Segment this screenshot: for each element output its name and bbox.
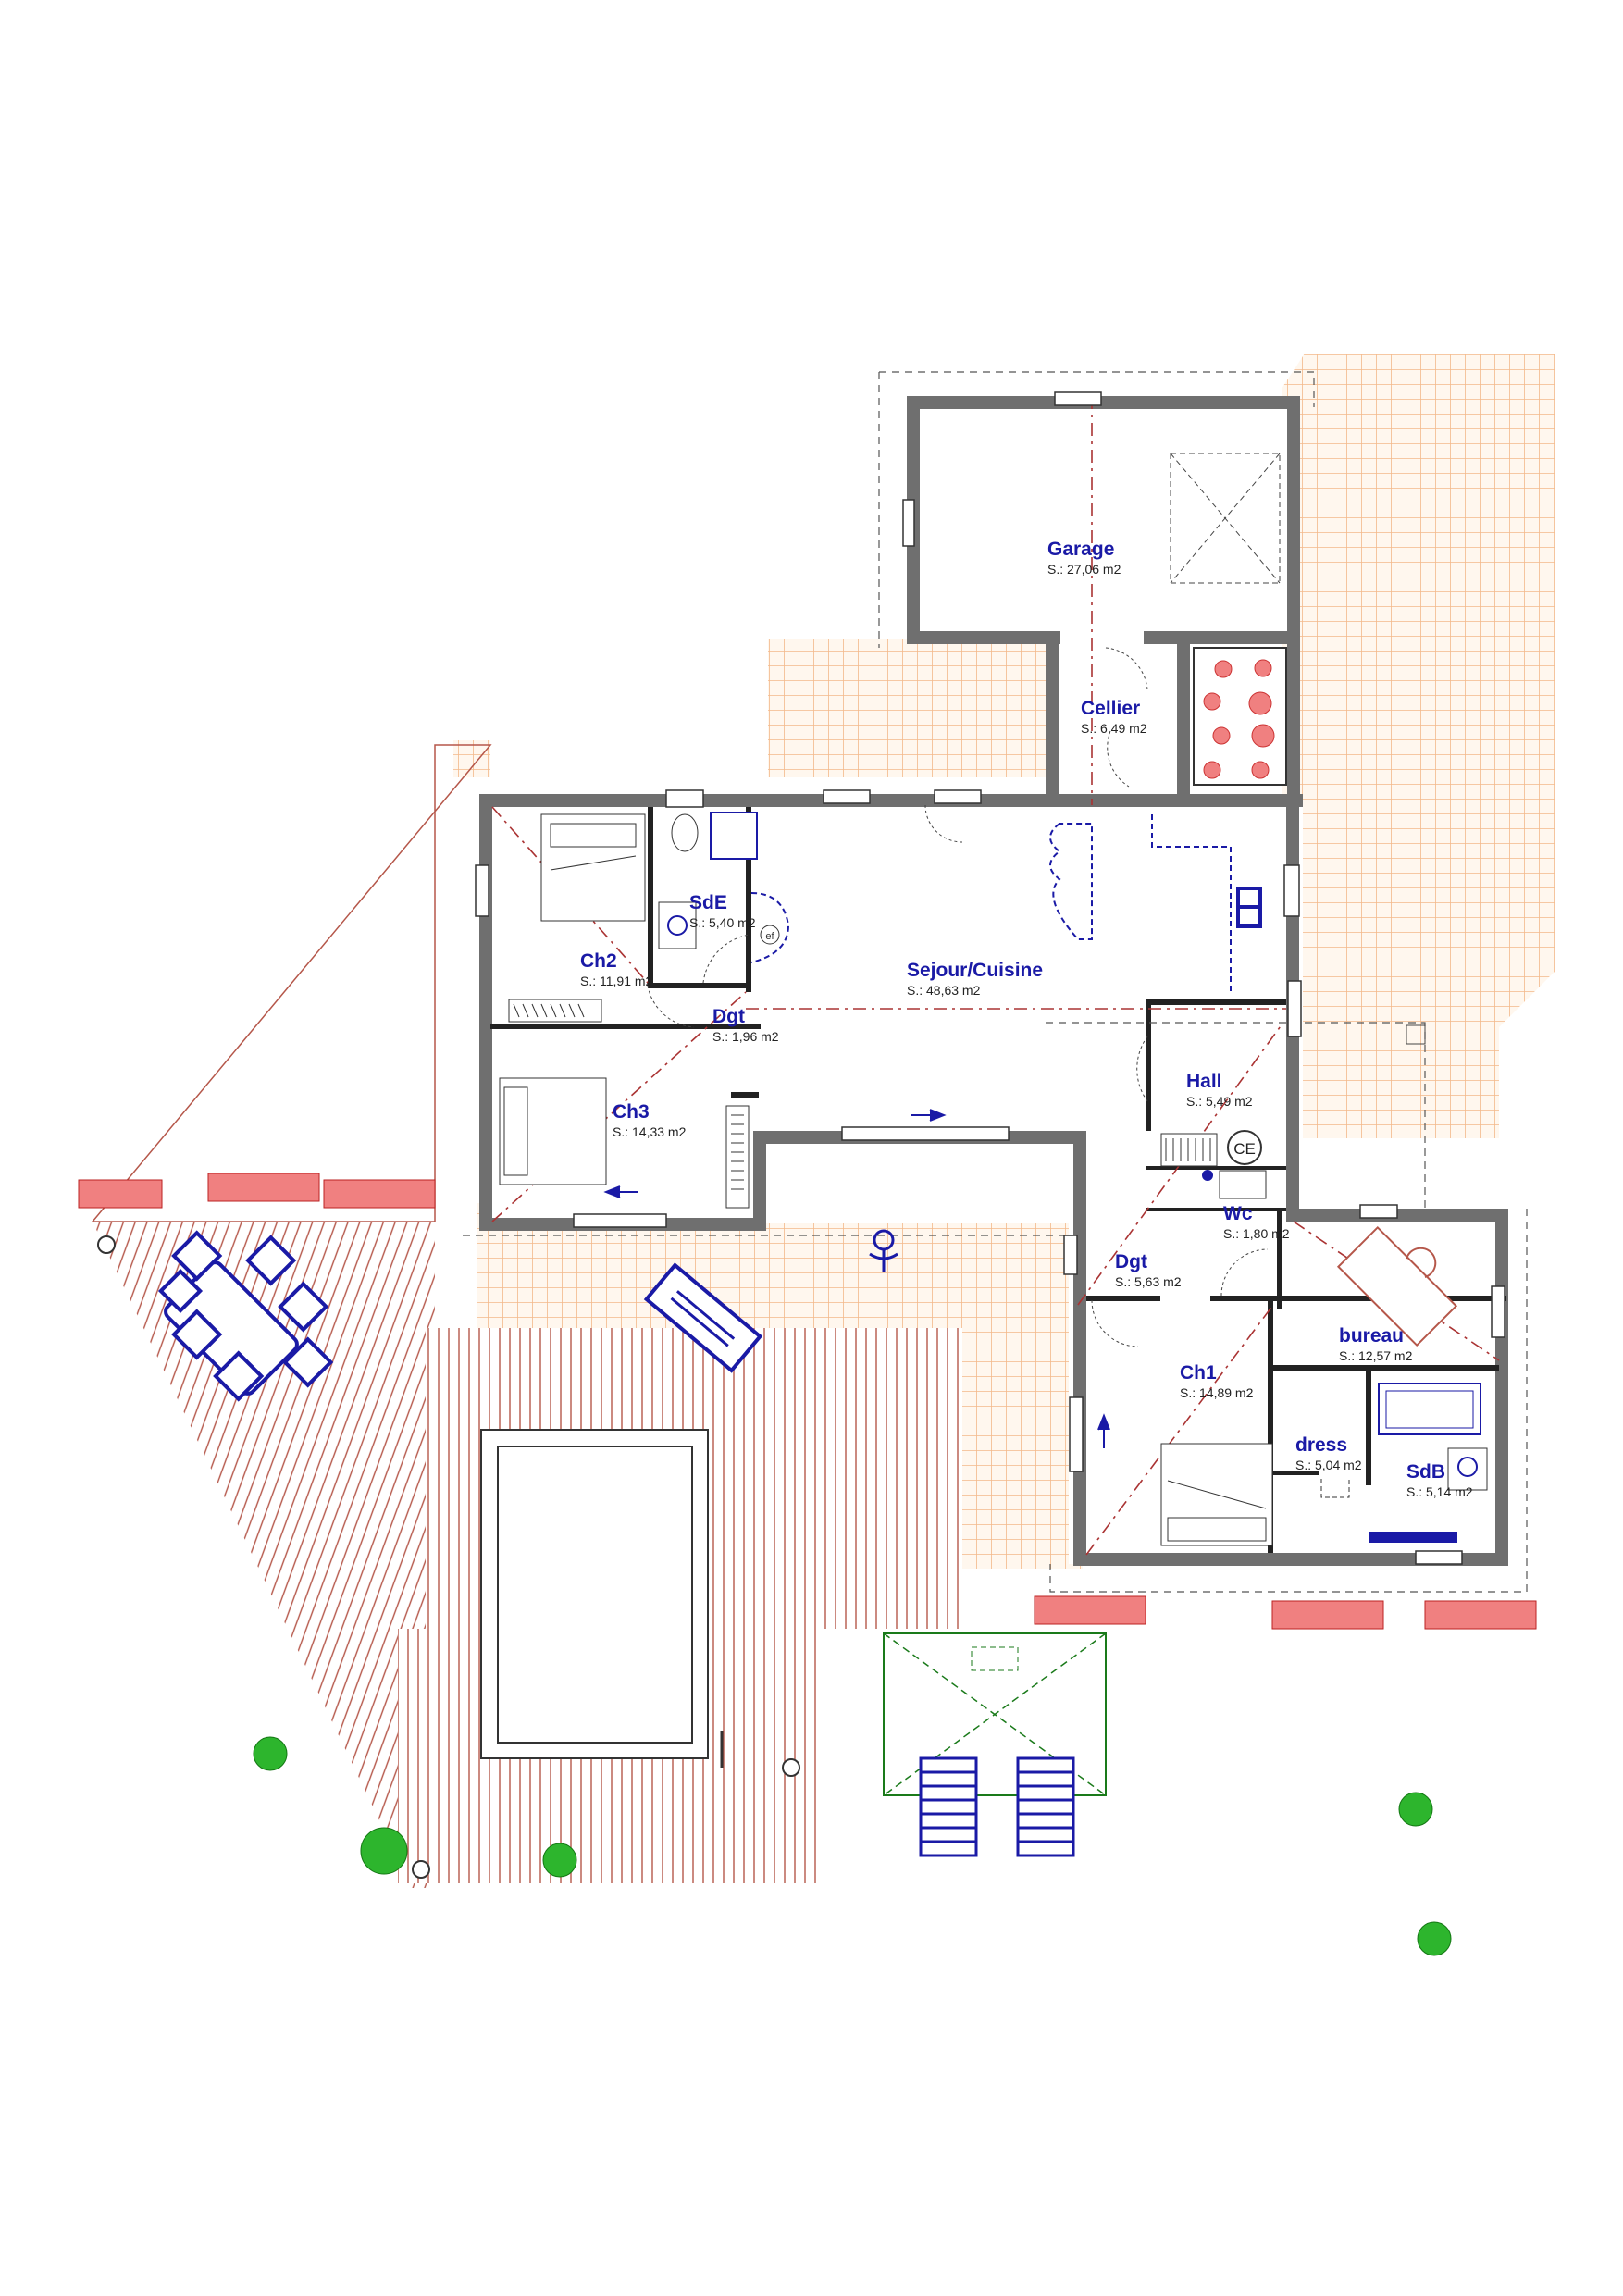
hall-fixtures: CE xyxy=(1160,1130,1267,1199)
bed-ch2 xyxy=(540,813,646,922)
bed-ch1 xyxy=(1160,1443,1273,1546)
wc-area: S.: 1,80 m2 xyxy=(1223,1226,1290,1241)
bureau-desk xyxy=(1336,1225,1458,1347)
pool xyxy=(480,1429,724,1768)
chaudiere-symbol: CE xyxy=(1233,1140,1256,1158)
cellier-label: Cellier xyxy=(1081,698,1140,719)
deck-chairs xyxy=(919,1756,1075,1857)
dgt2-label: Dgt xyxy=(1115,1251,1147,1272)
bed-ch3 xyxy=(499,1077,607,1185)
kitchen xyxy=(1049,814,1262,995)
dgt2-area: S.: 5,63 m2 xyxy=(1115,1274,1182,1289)
dress-label: dress xyxy=(1295,1434,1347,1456)
cellier-area: S.: 6,49 m2 xyxy=(1081,721,1147,736)
ch1-area: S.: 14,89 m2 xyxy=(1180,1385,1254,1400)
hall-area: S.: 5,49 m2 xyxy=(1186,1094,1253,1109)
garage-area: S.: 27,06 m2 xyxy=(1047,562,1121,577)
sdb-label: SdB xyxy=(1406,1461,1445,1483)
bathroom-fixtures-sde: ef xyxy=(658,812,790,963)
sde-label: SdE xyxy=(689,892,727,913)
ch2-label: Ch2 xyxy=(580,950,617,972)
sejour-area: S.: 48,63 m2 xyxy=(907,983,981,998)
dgt1-label: Dgt xyxy=(712,1006,745,1027)
wc-label: Wc xyxy=(1223,1203,1253,1224)
roof-overhang xyxy=(463,371,1528,1593)
sejour-label: Sejour/Cuisine xyxy=(907,960,1043,981)
dress-area: S.: 5,04 m2 xyxy=(1295,1458,1362,1472)
garage-skylight xyxy=(1170,453,1281,584)
sliding-arrows xyxy=(603,1109,1110,1448)
sun-lounger xyxy=(643,1262,763,1373)
windows xyxy=(475,391,1505,1565)
dgt1-area: S.: 1,96 m2 xyxy=(712,1029,779,1044)
room-labels: Garage S.: 27,06 m2 Cellier S.: 6,49 m2 … xyxy=(580,539,1473,1499)
ch3-area: S.: 14,33 m2 xyxy=(613,1124,687,1139)
sde-area: S.: 5,40 m2 xyxy=(689,915,756,930)
human-figure xyxy=(869,1229,898,1272)
bureau-label: bureau xyxy=(1339,1325,1404,1347)
doors xyxy=(647,647,1269,1347)
flower-box xyxy=(1193,647,1287,786)
ch3-label: Ch3 xyxy=(613,1101,650,1123)
wood-deck xyxy=(91,744,962,1888)
trees xyxy=(253,1736,1452,1956)
evacuation-symbol: ef xyxy=(765,931,774,942)
ch1-label: Ch1 xyxy=(1180,1362,1217,1384)
ch2-area: S.: 11,91 m2 xyxy=(580,974,653,988)
hall-label: Hall xyxy=(1186,1071,1222,1092)
garage-label: Garage xyxy=(1047,539,1114,560)
wardrobe-ch2 xyxy=(508,999,602,1023)
planters xyxy=(78,1173,1537,1630)
dining-set xyxy=(157,1230,334,1402)
bureau-area: S.: 12,57 m2 xyxy=(1339,1348,1413,1363)
sdb-area: S.: 5,14 m2 xyxy=(1406,1484,1473,1499)
sdb-fixtures xyxy=(1320,1383,1488,1543)
bollards xyxy=(97,1235,800,1879)
wardrobe-ch3 xyxy=(725,1105,750,1209)
